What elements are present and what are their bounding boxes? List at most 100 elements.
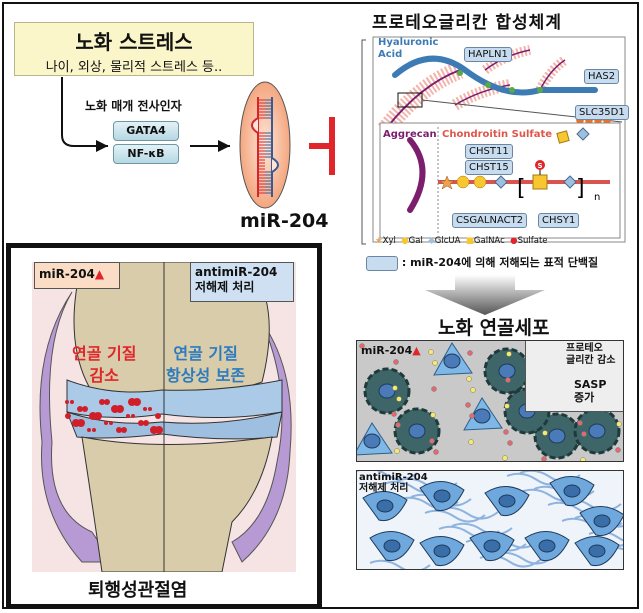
target-csgalnact2: CSGALNACT2 [452, 213, 528, 228]
up-arrow-icon: ▲ [412, 344, 421, 357]
mirna-label: miR-204 [240, 210, 329, 232]
sasp-particle [470, 387, 476, 393]
osteoarthritis-title: 퇴행성관절염 [88, 580, 188, 601]
healthy-cell [549, 476, 595, 507]
sasp-particle [394, 448, 400, 454]
matrix-degradation-dot [104, 421, 108, 425]
healthy-cell [579, 506, 623, 537]
down-arrow-icon [425, 275, 545, 315]
chondroitin-sulfate-label: Chondroitin Sulfate [442, 129, 553, 140]
senescent-cell [573, 407, 621, 455]
sasp-particle [431, 386, 437, 392]
senescent-cells [357, 342, 623, 461]
sasp-particle [580, 457, 586, 461]
matrix-degradation-dot [65, 400, 69, 404]
matrix-degradation-dot [121, 427, 127, 433]
stress-to-tf-arrow [61, 77, 108, 152]
matrix-degradation-dot [94, 412, 102, 420]
target-chsy1: CHSY1 [538, 213, 580, 228]
matrix-degradation-dot [99, 399, 105, 405]
sasp-particle [466, 376, 472, 382]
target-slc35d1: SLC35D1 [575, 105, 629, 120]
pathway-arrows [61, 77, 335, 209]
sasp-particle [465, 402, 471, 408]
senescent-cell [463, 397, 503, 431]
up-arrow-icon: ▲ [94, 267, 105, 281]
aging-stress-title: 노화 스트레스 [75, 30, 193, 54]
aggrecan-core [407, 137, 426, 213]
sasp-particle [391, 411, 397, 417]
sasp-particle [432, 360, 438, 366]
matrix-degradation-dot [133, 398, 141, 406]
svg-text:]: ] [576, 176, 585, 201]
sasp-particle [507, 440, 513, 446]
healthy-cell [419, 536, 465, 567]
aging-stress-box: 노화 스트레스 나이, 외상, 물리적 스트레스 등.. [14, 22, 254, 76]
matrix-degradation-dot [143, 407, 147, 411]
glcua-icon: ◆ [428, 236, 435, 246]
matrix-degradation-dot [131, 414, 135, 418]
sasp-particle [504, 403, 510, 409]
sasp-particle [541, 456, 547, 461]
matrix-degradation-dot [104, 399, 110, 405]
matrix-degradation-dot [143, 420, 149, 426]
senescent-cell [357, 422, 393, 456]
proteoglycan-title: 프로테오글리칸 합성체계 [372, 13, 562, 33]
sasp-particle [392, 385, 398, 391]
tf-gata4: GATA4 [113, 121, 179, 141]
sugar-legend: ★Xyl ●Gal ◆GlcUA ■GalNAc ●Sulfate [375, 236, 548, 246]
matrix-degradation-dot [65, 413, 71, 419]
healthy-cells [357, 471, 623, 569]
target-hapln1: HAPLN1 [464, 47, 512, 62]
sasp-particle [359, 343, 365, 349]
sasp-particle [393, 359, 399, 365]
sasp-particle [542, 430, 548, 436]
sasp-particle [396, 396, 402, 402]
gal-icon: ● [401, 236, 409, 246]
sasp-particle [506, 351, 512, 357]
mir-up-tag: miR-204▲ [34, 262, 120, 289]
xyl-icon: ★ [375, 236, 383, 246]
knee-joint-illustration [32, 262, 296, 572]
sasp-particle [468, 439, 474, 445]
tf-nfkb: NF-κB [113, 144, 179, 164]
matrix-degradation-dot [155, 413, 161, 419]
healthy-cell [484, 486, 530, 517]
matrix-degradation-dot [87, 428, 91, 432]
sasp-particle [430, 412, 436, 418]
target-chst15: CHST15 [465, 160, 513, 175]
svg-text:[: [ [517, 176, 526, 201]
healthy-cell [369, 531, 415, 562]
senescent-cell [433, 342, 473, 376]
senescent-cell [393, 407, 441, 455]
senescent-cell [363, 367, 411, 415]
matrix-degradation-dot [109, 421, 113, 425]
target-legend: : miR-204에 의해 저해되는 표적 단백질 [366, 254, 598, 271]
sasp-particle [502, 455, 508, 461]
inhibition-bar [309, 143, 329, 149]
matrix-degradation-dot [126, 414, 130, 418]
matrix-degradation-dot [82, 406, 88, 412]
hyaluronic-acid-strand [392, 55, 598, 96]
sasp-particle [395, 422, 401, 428]
proteoglycan-diagram: [ S ] n [361, 36, 626, 245]
svg-text:n: n [594, 192, 600, 203]
matrix-degradation-dot [116, 427, 122, 433]
aged-chondrocyte-title: 노화 연골세포 [438, 317, 550, 339]
sasp-particle [615, 447, 621, 453]
matrix-degradation-dot [70, 400, 74, 404]
sasp-particle [467, 350, 473, 356]
inhibition-tee [329, 117, 335, 175]
tf-label: 노화 매개 전사인자 [85, 99, 182, 113]
sulfate-icon: ● [510, 236, 518, 246]
healthy-cell [419, 481, 465, 512]
sasp-particle [503, 429, 509, 435]
sasp-particle [469, 413, 475, 419]
healthy-cell [524, 531, 570, 562]
sasp-particle [433, 449, 439, 455]
